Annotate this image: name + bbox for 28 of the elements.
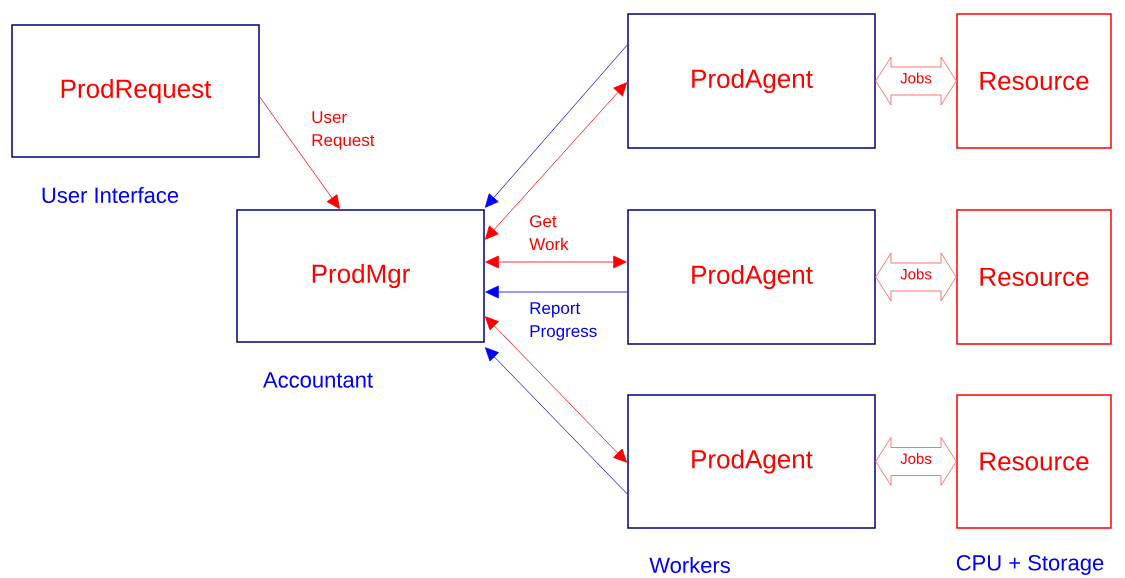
column-caption: CPU + Storage: [956, 555, 1104, 575]
arrow: [259, 96, 340, 209]
arrow: [485, 316, 627, 463]
process-box: Resource: [956, 394, 1112, 529]
process-box: Resource: [956, 209, 1112, 345]
arrow: [485, 82, 627, 240]
edge-label: Report Progress: [530, 302, 597, 341]
arrow: [485, 255, 627, 269]
edge-label: Jobs: [900, 453, 932, 464]
process-box: ProdAgent: [627, 394, 876, 529]
process-box: ProdRequest: [11, 24, 260, 158]
process-box: ProdAgent: [627, 209, 876, 345]
edge-label: Get Work: [529, 215, 569, 251]
box-caption: User Interface: [42, 186, 179, 204]
process-box: ProdMgr: [236, 209, 485, 343]
block-arrow: [875, 437, 957, 486]
edge-label: Jobs: [900, 72, 932, 84]
column-caption: Workers: [649, 556, 730, 574]
box-caption: Accountant: [263, 372, 373, 388]
block-arrow: [875, 56, 957, 106]
edge-label: User Request: [312, 111, 375, 150]
process-box: Resource: [956, 13, 1112, 149]
arrow: [485, 44, 628, 208]
arrow: [485, 285, 628, 299]
edge-label: Jobs: [900, 268, 932, 280]
process-box: ProdAgent: [627, 13, 876, 149]
block-arrow: [875, 252, 957, 302]
arrow: [485, 347, 628, 495]
